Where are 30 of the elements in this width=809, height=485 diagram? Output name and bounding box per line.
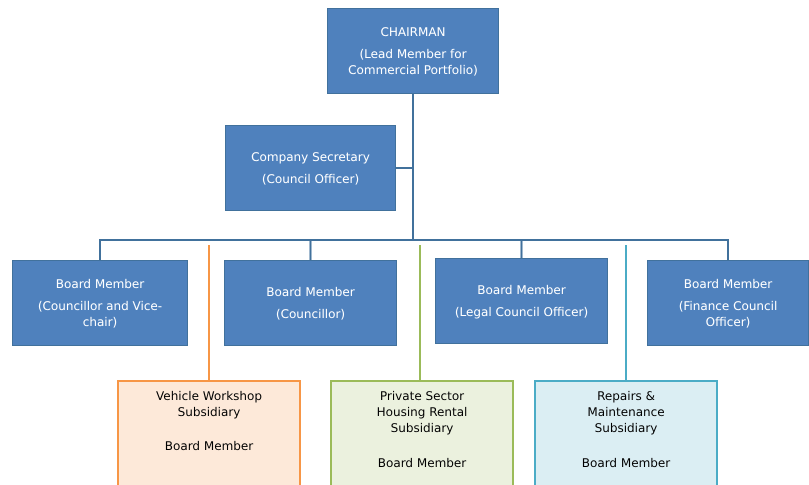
role-box — [647, 260, 809, 346]
role-box — [327, 8, 499, 94]
role-title: Private Sector Housing Rental Subsidiary — [376, 388, 468, 437]
role-box — [12, 260, 188, 346]
subsidiary-box — [330, 380, 514, 485]
role-detail: Board Member — [164, 438, 254, 455]
connector-line — [625, 245, 627, 380]
role-title: Repairs & Maintenance Subsidiary — [586, 388, 666, 437]
role-title: Vehicle Workshop Subsidiary — [155, 388, 263, 420]
role-title: Board Member — [477, 282, 566, 298]
role-detail: (Councillor) — [276, 306, 346, 322]
role-title: CHAIRMAN — [380, 24, 446, 40]
role-box — [225, 125, 396, 211]
role-title: Company Secretary — [251, 148, 370, 165]
role-detail: (Council Officer) — [262, 171, 360, 188]
role-title: Board Member — [684, 276, 772, 292]
subsidiary-box — [534, 380, 718, 485]
connector-line — [419, 245, 421, 380]
role-detail: Board Member — [582, 454, 670, 471]
connector-line — [208, 245, 210, 380]
role-detail: (Legal Council Officer) — [454, 304, 588, 320]
role-box — [224, 260, 397, 346]
role-box — [435, 258, 608, 344]
role-title: Board Member — [266, 284, 355, 300]
role-detail: (Finance Council Officer) — [678, 298, 778, 330]
role-detail: (Lead Member for Commercial Portfolio) — [347, 46, 479, 78]
role-detail: Board Member — [378, 454, 466, 471]
subsidiary-box — [117, 380, 301, 485]
role-title: Board Member — [56, 276, 144, 292]
role-detail: (Councillor and Vice-chair) — [36, 298, 164, 330]
